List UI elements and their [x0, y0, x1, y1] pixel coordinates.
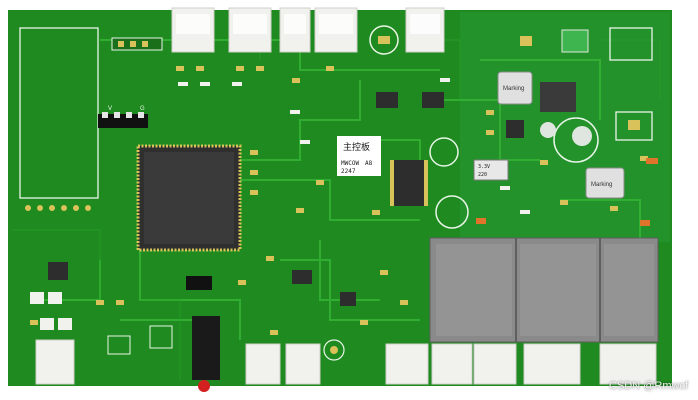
board-date-silk: 2247 — [341, 168, 356, 175]
large-cap-dark — [540, 82, 576, 112]
watermark: CSDN @Rmwcf — [609, 380, 688, 392]
board-version-silk: A8 — [365, 160, 373, 167]
mosfet-1 — [376, 92, 398, 108]
soic-chip — [394, 160, 424, 206]
black-connector — [192, 316, 220, 380]
red-led — [198, 380, 210, 392]
board-title-silk: 主控板 — [343, 141, 370, 153]
regulator-ic — [506, 120, 524, 138]
inductor-1 — [497, 71, 533, 105]
dcdc-module — [473, 159, 509, 181]
silk-label-box — [337, 136, 381, 176]
small-ic — [48, 262, 68, 280]
pin-header — [98, 114, 148, 128]
smd-green-part — [561, 29, 589, 53]
board-model-silk: MWCOW — [341, 160, 359, 167]
inductor-1-label: Marking — [503, 86, 524, 92]
bottom-connectors — [35, 339, 657, 385]
pin-label-g: G — [140, 106, 145, 112]
mosfet-2 — [422, 92, 444, 108]
module-pads — [25, 205, 91, 211]
inductor-2 — [585, 167, 625, 199]
svg-text:220: 220 — [478, 172, 487, 178]
module-silk-outline — [19, 27, 99, 199]
svg-text:3.3V: 3.3V — [478, 164, 490, 170]
pin-label-v: V — [108, 106, 112, 112]
inductor-2-label: Marking — [591, 182, 612, 188]
